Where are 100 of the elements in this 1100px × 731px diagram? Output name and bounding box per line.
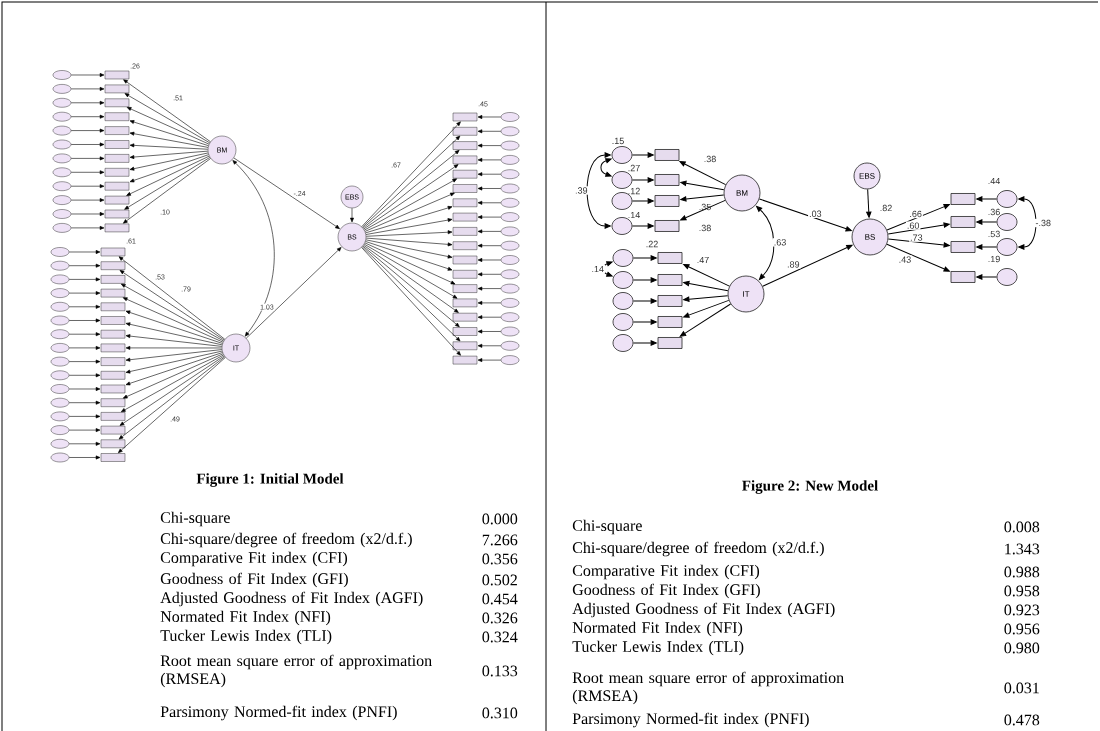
path-arrow xyxy=(119,355,225,426)
fit-index-value: 1.343 xyxy=(1005,543,1040,555)
path-arrow xyxy=(68,400,101,405)
path-arrow xyxy=(365,206,453,234)
path-arrow xyxy=(477,200,502,205)
fit-index-value: 0.980 xyxy=(1004,642,1040,654)
indicator-box xyxy=(452,127,478,136)
fit-index-value: 0.502 xyxy=(482,574,517,586)
path-arrow xyxy=(631,198,654,204)
path-arrow xyxy=(125,334,223,347)
coefficient-label: .03 xyxy=(808,209,823,218)
indicator-box xyxy=(100,357,126,366)
indicator-box xyxy=(100,412,126,421)
path-arrow xyxy=(866,188,872,218)
path-arrow xyxy=(683,263,730,287)
path-arrow xyxy=(362,245,460,328)
path-arrow xyxy=(125,345,223,350)
path-arrow xyxy=(477,300,502,305)
path-arrow xyxy=(364,178,457,231)
path-arrow xyxy=(631,152,654,158)
covariance-arrow xyxy=(600,158,612,177)
path-arrow xyxy=(68,441,101,446)
error-term-ellipse xyxy=(996,268,1018,286)
path-arrow xyxy=(632,255,657,261)
path-arrow xyxy=(70,184,105,189)
indicator-box xyxy=(100,384,126,394)
fit-index-value: 0.923 xyxy=(1004,604,1040,616)
path-arrow xyxy=(122,353,224,399)
path-arrow xyxy=(365,230,453,237)
path-arrow xyxy=(976,274,998,280)
fit-index-name: Chi-square/degree of freedom (x2/d.f.) xyxy=(572,541,824,557)
fit-index-value: 0.988 xyxy=(1004,566,1040,578)
path-arrow xyxy=(68,428,101,433)
path-arrow xyxy=(68,387,101,391)
fit-index-name: Root mean square error of approximation (RMSEA) xyxy=(160,654,432,688)
indicator-box xyxy=(950,193,976,205)
path-arrow xyxy=(68,318,101,323)
path-arrow xyxy=(126,107,210,145)
indicator-box xyxy=(104,84,130,94)
indicator-box xyxy=(100,371,126,380)
indicator-box xyxy=(657,337,683,349)
path-arrow xyxy=(477,186,502,191)
fit-index-name: Chi-square xyxy=(160,511,230,527)
path-arrow xyxy=(70,142,105,147)
path-arrow xyxy=(364,192,455,232)
fit-index-value: 0.326 xyxy=(482,612,518,624)
path-arrow xyxy=(70,86,105,91)
path-arrow xyxy=(129,120,209,146)
error-term-ellipse xyxy=(611,146,633,164)
path-arrow xyxy=(632,319,657,325)
error-term-ellipse xyxy=(612,334,634,352)
coefficient-label: .27 xyxy=(628,164,640,172)
path-arrow xyxy=(477,272,502,277)
path-arrow xyxy=(758,198,852,232)
indicator-box xyxy=(452,184,478,193)
path-arrow xyxy=(70,198,105,203)
path-arrow xyxy=(126,155,210,196)
fit-index-value: 0.310 xyxy=(482,707,518,719)
path-arrow xyxy=(477,315,502,320)
coefficient-label: .60 xyxy=(905,221,921,230)
indicator-box xyxy=(452,312,478,322)
figure-caption: Figure 1: Initial Model xyxy=(196,473,344,487)
path-arrow xyxy=(70,114,105,119)
path-arrow xyxy=(363,164,459,230)
path-arrow xyxy=(122,297,224,343)
path-arrow xyxy=(683,280,729,292)
indicator-box xyxy=(104,154,130,163)
fit-index-name: Parsimony Normed-fit index (PNFI) xyxy=(160,705,397,721)
error-term-ellipse xyxy=(612,313,634,331)
path-arrow xyxy=(68,373,101,378)
indicator-box xyxy=(100,288,126,298)
coefficient-label: -.38 xyxy=(1034,218,1052,228)
indicator-box xyxy=(104,98,130,107)
path-arrow xyxy=(364,242,456,285)
covariance-arrow xyxy=(603,261,613,277)
indicator-box xyxy=(100,398,126,407)
error-term-ellipse xyxy=(611,217,633,235)
path-arrow xyxy=(119,270,225,341)
indicator-box xyxy=(104,195,130,205)
path-arrow xyxy=(70,212,105,216)
indicator-box xyxy=(452,212,478,222)
fit-index-name: Tucker Lewis Index (TLI) xyxy=(160,629,332,645)
coefficient-label: .14 xyxy=(590,264,605,274)
fit-index-name: Parsimony Normed-fit index (PNFI) xyxy=(572,712,809,728)
path-arrow xyxy=(887,222,950,235)
path-arrow xyxy=(124,93,210,144)
path-arrow xyxy=(976,196,998,202)
indicator-box xyxy=(100,261,126,270)
path-arrow xyxy=(246,247,342,339)
path-arrow xyxy=(121,283,224,342)
fit-index-name: Goodness of Fit Index (GFI) xyxy=(572,583,760,599)
indicator-box xyxy=(100,316,126,325)
path-arrow xyxy=(68,263,101,268)
path-arrow xyxy=(70,100,105,105)
path-arrow xyxy=(68,332,101,337)
path-arrow xyxy=(477,358,502,363)
indicator-box xyxy=(452,141,478,150)
indicator-box xyxy=(657,316,683,328)
coefficient-label: .43 xyxy=(897,255,913,264)
path-arrow xyxy=(118,357,226,454)
